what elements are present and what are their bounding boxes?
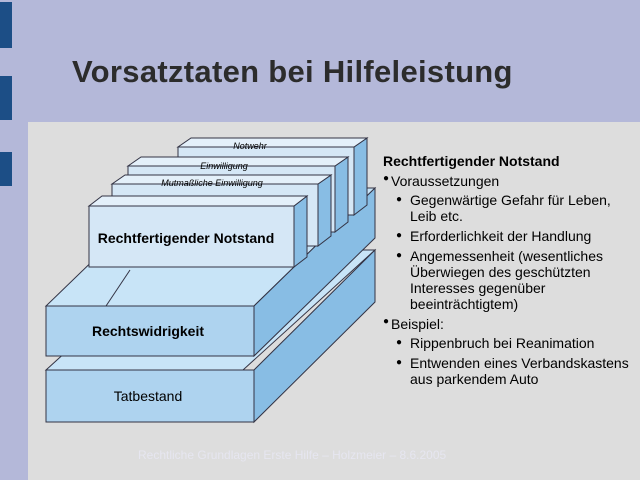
beispiel-label: Beispiel:	[391, 316, 444, 332]
list-item-text: Gegenwärtige Gefahr für Leben, Leib etc.	[410, 192, 611, 224]
tatbestand-label: Tatbestand	[114, 388, 183, 404]
bullet-icon: ●	[396, 230, 403, 241]
list-item: ● Angemessenheit (wesentliches Überwiegen…	[383, 248, 638, 312]
list-item: ● Rippenbruch bei Reanimation	[383, 335, 638, 351]
einwilligung-label: Einwilligung	[200, 161, 248, 171]
voraussetzungen-label: Voraussetzungen	[391, 173, 500, 189]
list-item: ●Voraussetzungen	[383, 173, 638, 189]
block-front-face	[45, 305, 255, 357]
slide-header: Vorsatztaten bei Hilfeleistung	[0, 0, 640, 122]
card-side	[334, 156, 349, 234]
bullet-icon: ●	[383, 316, 390, 327]
mutmassliche-einwilligung-label: Mutmaßliche Einwilligung	[161, 178, 263, 188]
list-item: ●Beispiel:	[383, 316, 638, 332]
block-front-face	[45, 369, 255, 423]
slide-footer: Rechtliche Grundlagen Erste Hilfe – Holz…	[138, 448, 447, 462]
card-front	[88, 205, 295, 268]
card-top	[176, 137, 369, 148]
bullet-icon: ●	[383, 173, 390, 184]
accent-tab	[0, 2, 12, 48]
accent-tab	[0, 152, 12, 186]
card-top	[110, 174, 333, 185]
bullet-icon: ●	[396, 357, 403, 368]
slide-content: Tatbestand Rechtswidrigkeit Notwehr Einw…	[28, 122, 640, 480]
layer-diagram: Tatbestand Rechtswidrigkeit Notwehr Einw…	[44, 137, 377, 424]
slide-title: Vorsatztaten bei Hilfeleistung	[72, 54, 513, 89]
list-item: ● Gegenwärtige Gefahr für Leben, Leib etc…	[383, 192, 638, 224]
bullet-icon: ●	[396, 337, 403, 348]
rechtswidrigkeit-label: Rechtswidrigkeit	[92, 323, 204, 339]
card-rechtfertigender-notstand: Rechtfertigender Notstand	[87, 194, 309, 269]
bullet-icon: ●	[396, 250, 403, 261]
card-side	[317, 174, 332, 248]
list-item-text: Entwenden eines Verbandskastens aus park…	[410, 355, 629, 387]
notwehr-label: Notwehr	[233, 141, 268, 151]
list-item-text: Rippenbruch bei Reanimation	[410, 335, 595, 351]
bullet-icon: ●	[396, 194, 403, 205]
notes-heading: Rechtfertigender Notstand	[383, 153, 560, 169]
list-item-text: Angemessenheit (wesentliches Überwiegen …	[410, 248, 603, 312]
accent-tab	[0, 76, 12, 120]
connector-line	[105, 269, 131, 307]
card-side	[353, 137, 368, 217]
notes-panel: Rechtfertigender Notstand ●Voraussetzung…	[383, 153, 638, 391]
card-side	[293, 194, 308, 269]
list-item: ● Erforderlichkeit der Handlung	[383, 228, 638, 244]
list-item-text: Erforderlichkeit der Handlung	[410, 228, 592, 244]
rechtfertigender-notstand-label: Rechtfertigender Notstand	[98, 230, 275, 246]
card-top	[87, 195, 309, 207]
card-top	[126, 156, 350, 167]
list-item: ● Entwenden eines Verbandskastens aus par…	[383, 355, 638, 387]
